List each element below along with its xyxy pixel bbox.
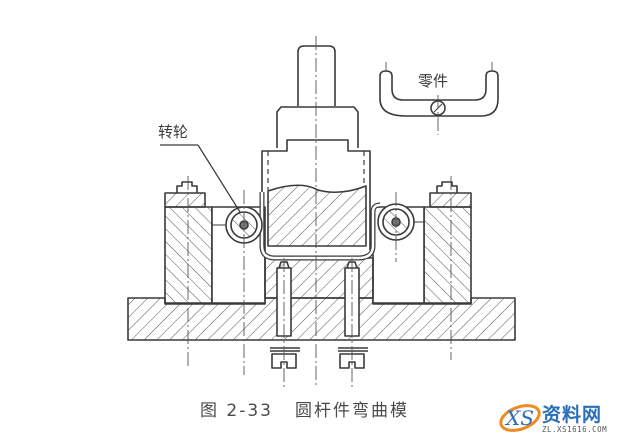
- roller-leader: [197, 144, 241, 213]
- roller-label: 转轮: [158, 123, 189, 141]
- figure-title: 圆杆件弯曲模: [295, 401, 409, 421]
- figure-number: 图 2-33: [200, 401, 273, 421]
- base-plate: [127, 297, 516, 341]
- right-support-block: [372, 181, 472, 304]
- xs-logo-icon: XS: [499, 404, 541, 432]
- figure-caption: 图 2-33 圆杆件弯曲模: [200, 396, 409, 421]
- part-detail: [379, 70, 499, 117]
- workpiece-in-die: [259, 192, 381, 261]
- punch: [261, 45, 371, 250]
- center-lines: [187, 36, 493, 390]
- watermark: XS 资料网 ZL.XS1616.COM: [498, 398, 618, 442]
- part-label: 零件: [418, 72, 449, 90]
- watermark-url: ZL.XS1616.COM: [542, 425, 608, 434]
- svg-text:XS: XS: [504, 406, 534, 430]
- watermark-brand: 资料网: [542, 404, 603, 426]
